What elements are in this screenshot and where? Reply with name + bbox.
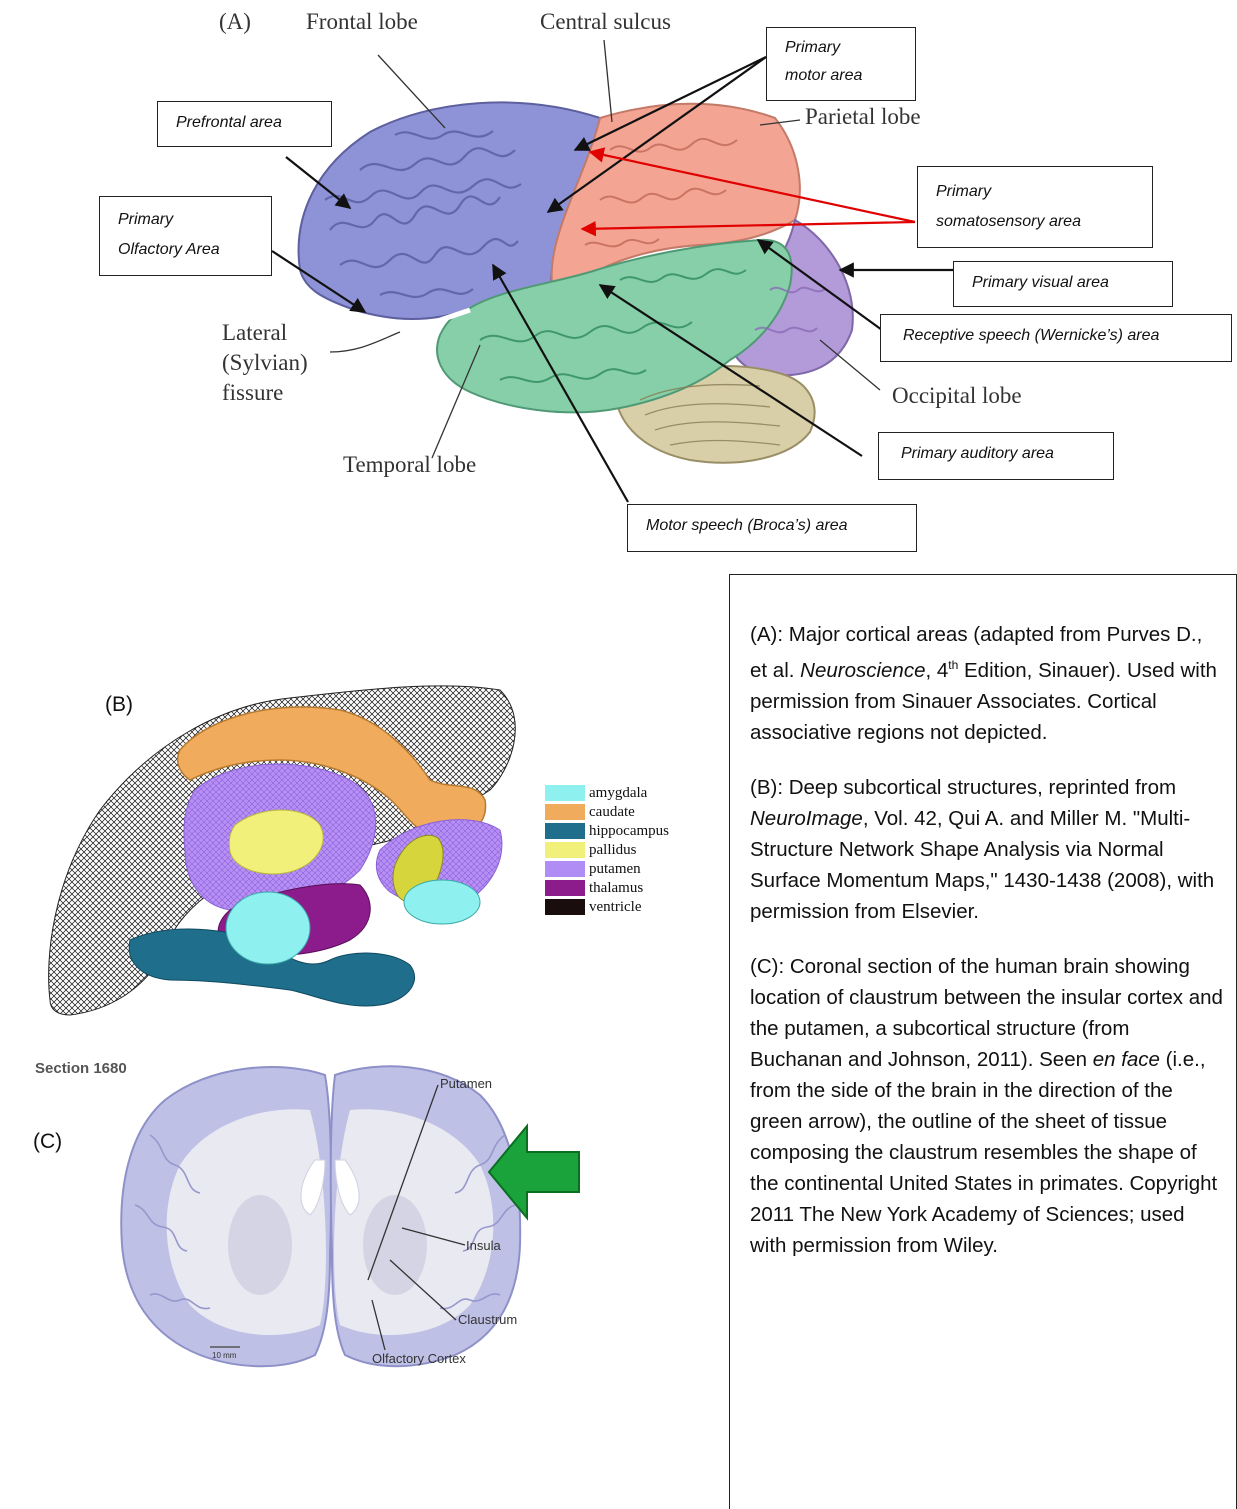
callout-primary-auditory-area: Primary auditory area bbox=[878, 432, 1114, 480]
occipital-lobe-label: Occipital lobe bbox=[892, 383, 1022, 409]
callout-primary-somatosensory-area: Primary somatosensory area bbox=[917, 166, 1153, 248]
lateral-fissure-line3: fissure bbox=[222, 378, 308, 408]
legend-label-thalamus: thalamus bbox=[589, 881, 643, 896]
caption-a-italic: Neuroscience bbox=[800, 659, 925, 682]
callout-motor-speech-area: Motor speech (Broca’s) area bbox=[627, 504, 917, 552]
lateral-fissure-label: Lateral (Sylvian) fissure bbox=[222, 318, 308, 408]
caption-b: (B): Deep subcortical structures, reprin… bbox=[750, 772, 1224, 927]
legend-swatch-amygdala bbox=[545, 785, 585, 801]
scale-bar-label: 10 mm bbox=[212, 1351, 236, 1360]
legend-row-caudate: caudate bbox=[545, 804, 635, 820]
amygdala-right-shape bbox=[404, 880, 480, 924]
caption-a-sup: th bbox=[948, 658, 958, 672]
lateral-fissure-line2: (Sylvian) bbox=[222, 348, 308, 378]
callout-primary-olfactory-area: Primary Olfactory Area bbox=[99, 196, 272, 276]
legend-row-putamen: putamen bbox=[545, 861, 641, 877]
legend-row-ventricle: ventricle bbox=[545, 899, 641, 915]
parietal-lobe-label: Parietal lobe bbox=[805, 104, 921, 130]
legend-label-pallidus: pallidus bbox=[589, 843, 637, 858]
coronal-left-putamen bbox=[228, 1195, 292, 1295]
legend-label-hippocampus: hippocampus bbox=[589, 824, 669, 839]
legend-swatch-caudate bbox=[545, 804, 585, 820]
figure-caption-box: (A): Major cortical areas (adapted from … bbox=[729, 574, 1237, 1509]
legend-label-caudate: caudate bbox=[589, 805, 635, 820]
putamen-label: Putamen bbox=[440, 1076, 492, 1091]
callout-primary-motor-line2: motor area bbox=[785, 62, 897, 90]
legend-swatch-putamen bbox=[545, 861, 585, 877]
callout-receptive-speech-area: Receptive speech (Wernicke’s) area bbox=[880, 314, 1232, 362]
caption-b-part1: (B): Deep subcortical structures, reprin… bbox=[750, 776, 1176, 799]
olfactory-cortex-label: Olfactory Cortex bbox=[372, 1351, 466, 1366]
panel-a-letter: (A) bbox=[219, 9, 251, 35]
legend-swatch-thalamus bbox=[545, 880, 585, 896]
caption-c: (C): Coronal section of the human brain … bbox=[750, 951, 1224, 1261]
legend-row-amygdala: amygdala bbox=[545, 785, 647, 801]
caption-c-part2: (i.e., from the side of the brain in the… bbox=[750, 1048, 1217, 1257]
temporal-lobe-label: Temporal lobe bbox=[343, 452, 476, 478]
callout-primary-visual-area: Primary visual area bbox=[953, 261, 1173, 307]
legend-label-amygdala: amygdala bbox=[589, 786, 647, 801]
insula-label: Insula bbox=[466, 1238, 501, 1253]
legend-row-hippocampus: hippocampus bbox=[545, 823, 669, 839]
coronal-section-figure bbox=[110, 1055, 550, 1385]
amygdala-left-shape bbox=[226, 892, 310, 964]
lateral-fissure-line1: Lateral bbox=[222, 318, 308, 348]
caption-a-part2: , 4 bbox=[925, 659, 948, 682]
caption-a: (A): Major cortical areas (adapted from … bbox=[750, 619, 1224, 748]
claustrum-label: Claustrum bbox=[458, 1312, 517, 1327]
callout-somatosensory-line1: Primary bbox=[936, 177, 1134, 207]
callout-somatosensory-line2: somatosensory area bbox=[936, 207, 1134, 237]
callout-primary-motor-area: Primary motor area bbox=[766, 27, 916, 101]
legend-swatch-pallidus bbox=[545, 842, 585, 858]
legend-row-pallidus: pallidus bbox=[545, 842, 637, 858]
coronal-right-putamen bbox=[363, 1195, 427, 1295]
legend-swatch-hippocampus bbox=[545, 823, 585, 839]
legend-label-putamen: putamen bbox=[589, 862, 641, 877]
legend-label-ventricle: ventricle bbox=[589, 900, 641, 915]
green-arrow-icon bbox=[487, 1122, 582, 1222]
subcortical-structures-figure bbox=[30, 660, 540, 1020]
caption-b-italic: NeuroImage bbox=[750, 807, 863, 830]
callout-primary-motor-line1: Primary bbox=[785, 34, 897, 62]
callout-olfactory-line2: Olfactory Area bbox=[118, 235, 253, 265]
central-sulcus-label: Central sulcus bbox=[540, 9, 671, 35]
panel-c-letter: (C) bbox=[33, 1130, 62, 1154]
frontal-lobe-label: Frontal lobe bbox=[306, 9, 418, 35]
caption-c-italic: en face bbox=[1093, 1048, 1160, 1071]
callout-olfactory-line1: Primary bbox=[118, 205, 253, 235]
callout-prefrontal-area: Prefrontal area bbox=[157, 101, 332, 147]
legend-row-thalamus: thalamus bbox=[545, 880, 643, 896]
legend-swatch-ventricle bbox=[545, 899, 585, 915]
